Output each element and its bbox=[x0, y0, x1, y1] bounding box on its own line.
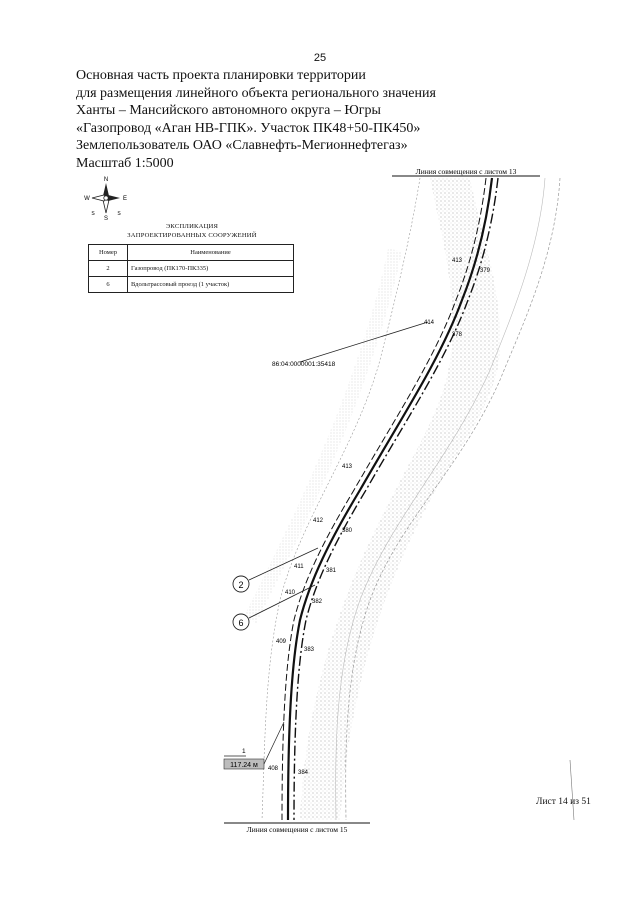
callout-2-pointer bbox=[248, 547, 319, 581]
bottom-match-line-label: Линия совмещения с листом 15 bbox=[247, 825, 348, 834]
picket-label: 410 bbox=[285, 590, 296, 596]
legend-row: 2 Газопровод (ПК170-ПК335) bbox=[88, 260, 294, 277]
edge-mark bbox=[569, 759, 575, 821]
picket-label: 411 bbox=[294, 564, 304, 570]
callout-6-label: 6 bbox=[238, 618, 243, 628]
picket-label: 379 bbox=[480, 268, 491, 274]
picket-label: 413 bbox=[342, 464, 353, 470]
legend-explication: ЭКСПЛИКАЦИЯ ЗАПРОЕКТИРОВАННЫХ СООРУЖЕНИЙ… bbox=[88, 222, 296, 293]
title-block: Основная часть проекта планировки террит… bbox=[76, 67, 496, 173]
compass-e-label: E bbox=[123, 196, 127, 202]
corridor-inner-boundary bbox=[335, 177, 546, 821]
picket-label: 384 bbox=[298, 770, 309, 776]
picket-label: 409 bbox=[276, 639, 287, 645]
title-line: Основная часть проекта планировки террит… bbox=[76, 68, 366, 83]
page-number: 25 bbox=[313, 52, 327, 64]
compass-w-label: W bbox=[84, 196, 90, 202]
title-line: Землепользователь ОАО «Славнефть-Мегионн… bbox=[76, 138, 408, 154]
picket-label: 408 bbox=[268, 766, 279, 772]
compass-sw-label: S bbox=[91, 211, 95, 217]
elevation-pointer bbox=[263, 721, 285, 765]
picket-label: 412 bbox=[313, 518, 324, 524]
elevation-label: 117.24 м bbox=[230, 762, 258, 769]
compass-s-label: S bbox=[104, 216, 108, 221]
scale-line: Масштаб 1:5000 bbox=[76, 155, 174, 171]
compass-rose-icon: N W E S S S bbox=[84, 177, 127, 221]
picket-label: 378 bbox=[452, 332, 463, 338]
callout-6-pointer bbox=[248, 584, 316, 619]
elevation-small-label: 1 bbox=[242, 748, 246, 755]
cadastral-pointer bbox=[299, 321, 429, 363]
picket-label: 383 bbox=[304, 647, 315, 653]
callout-2-circle bbox=[232, 575, 250, 593]
stippled-corridor bbox=[300, 178, 501, 820]
legend-title-line1: ЭКСПЛИКАЦИЯ bbox=[165, 223, 219, 230]
legend-header-row: Номер Наименование bbox=[88, 244, 294, 261]
legend-title-line2: ЗАПРОЕКТИРОВАННЫХ СООРУЖЕНИЙ bbox=[127, 232, 257, 239]
compass-n-label: N bbox=[104, 177, 108, 183]
cadastral-label: 86:04:0000001:35418 bbox=[272, 361, 336, 368]
corridor-left-boundary bbox=[261, 177, 421, 821]
access-road-line bbox=[293, 177, 499, 821]
legend-table: Номер Наименование 2 Газопровод (ПК170-П… bbox=[88, 244, 294, 293]
picket-label: 414 bbox=[424, 320, 435, 326]
picket-label: 381 bbox=[326, 568, 337, 574]
picket-label: 382 bbox=[312, 599, 323, 605]
title-line: Ханты – Мансийского автономного округа –… bbox=[76, 103, 381, 119]
title-line: для размещения линейного объекта региона… bbox=[76, 85, 436, 101]
top-match-line-label: Линия совмещения с листом 13 bbox=[416, 167, 517, 176]
left-stipple-area bbox=[243, 248, 402, 624]
corridor-right-boundary bbox=[345, 177, 561, 821]
sheet-number-label: Лист 14 из 51 bbox=[536, 797, 591, 807]
picket-label: 380 bbox=[342, 528, 353, 534]
callout-6-circle bbox=[232, 613, 250, 631]
legend-row-name: Вдольтрассовый проезд (1 участок) bbox=[127, 276, 294, 293]
title-line: «Газопровод «Аган НВ-ГПК». Участок ПК48+… bbox=[76, 120, 421, 136]
legend-row: 6 Вдольтрассовый проезд (1 участок) bbox=[88, 276, 294, 293]
gas-pipeline-line bbox=[286, 177, 494, 821]
compass-se-label: S bbox=[117, 211, 121, 217]
picket-label: 413 bbox=[452, 258, 463, 264]
callout-2-label: 2 bbox=[238, 580, 243, 590]
pipeline-parallel-line bbox=[281, 177, 487, 821]
